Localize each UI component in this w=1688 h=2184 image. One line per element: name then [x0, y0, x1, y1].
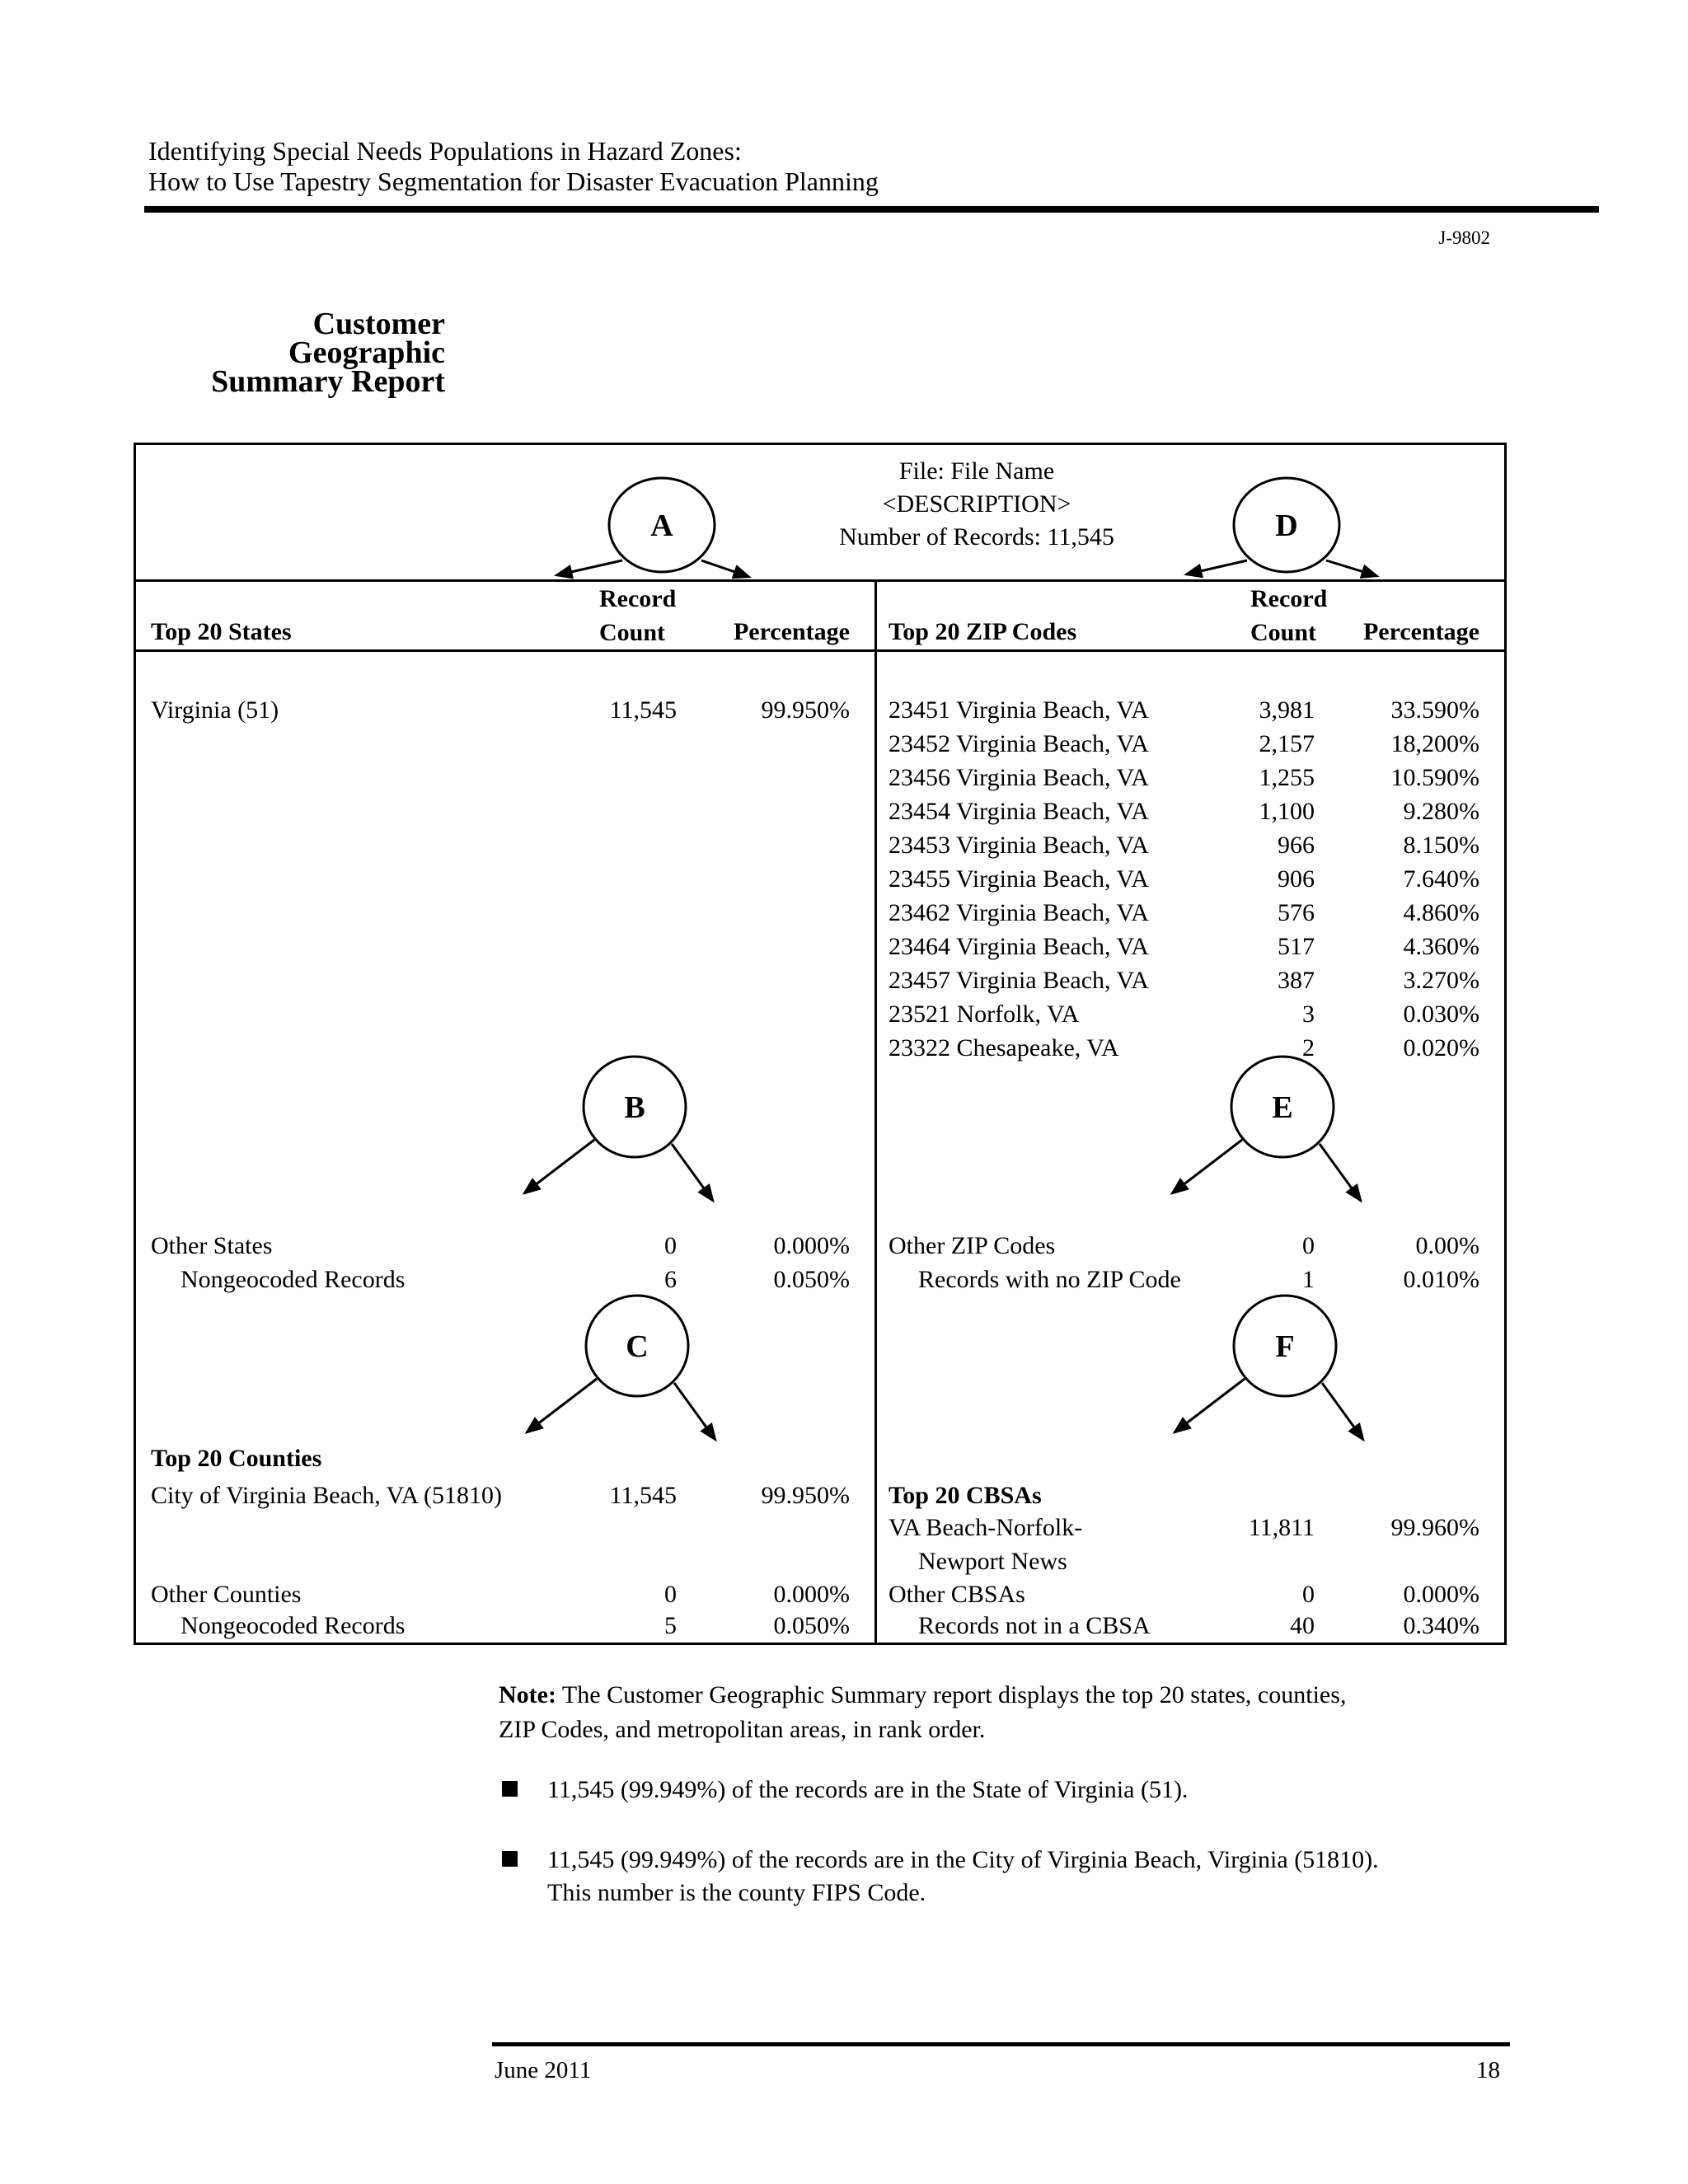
- file-header: File: File Name <DESCRIPTION> Number of …: [713, 455, 1240, 554]
- left-percentage-header: Percentage: [733, 618, 850, 645]
- report-title: Customer Geographic Summary Report: [115, 307, 445, 399]
- running-header-line2: How to Use Tapestry Segmentation for Dis…: [148, 166, 879, 196]
- node-b-arrow-left: [522, 1138, 595, 1195]
- report-title-line3: Summary Report: [211, 364, 445, 399]
- node-f-arrow-left: [1172, 1377, 1245, 1434]
- node-a-arrow-right: [701, 559, 752, 579]
- node-e-label: E: [1272, 1090, 1292, 1125]
- report-box: File: File Name <DESCRIPTION> Number of …: [134, 443, 1507, 1645]
- running-header-line1: Identifying Special Needs Populations in…: [148, 136, 742, 166]
- zip-row: 23451 Virginia Beach, VA 3,981 33.590%: [889, 696, 1479, 724]
- node-f-label: F: [1275, 1329, 1294, 1364]
- bullet-text: 11,545 (99.949%) of the records are in t…: [547, 1776, 1189, 1803]
- nongeocoded-states-row: Nongeocoded Records 6 0.050%: [181, 1266, 850, 1293]
- report-title-line2: Geographic: [288, 335, 445, 370]
- nongeocoded-counties-row: Nongeocoded Records 5 0.050%: [181, 1612, 850, 1639]
- header-rule: [144, 206, 1599, 213]
- bullet-text-line1: 11,545 (99.949%) of the records are in t…: [547, 1846, 1379, 1873]
- node-c-arrow-left: [524, 1377, 598, 1434]
- node-a-arrow-left: [554, 559, 623, 579]
- other-zip-row: Other ZIP Codes 0 0.00%: [889, 1232, 1479, 1259]
- cbsa-row-line2: Newport News: [918, 1548, 1067, 1575]
- node-c-arrow-right: [673, 1382, 717, 1442]
- footer-page-number: 18: [1476, 2057, 1500, 2083]
- node-d-circle: [1232, 476, 1341, 574]
- zip-row: 23456 Virginia Beach, VA 1,255 10.590%: [889, 764, 1479, 791]
- right-count-header: Count: [1250, 619, 1317, 646]
- left-record-count-header: Record Count: [599, 582, 676, 649]
- column-header-underline: [136, 649, 1504, 652]
- right-record-count-header: Record Count: [1250, 582, 1327, 649]
- note-line1-text: The Customer Geographic Summary report d…: [556, 1681, 1347, 1708]
- left-count-header: Count: [599, 619, 666, 646]
- zip-row: 23464 Virginia Beach, VA 517 4.360%: [889, 933, 1479, 960]
- cbsa-row: VA Beach-Norfolk- 11,811 99.960%: [889, 1514, 1479, 1541]
- bullet-text-line2: This number is the county FIPS Code.: [547, 1879, 926, 1906]
- note-paragraph: Note: The Customer Geographic Summary re…: [499, 1678, 1346, 1747]
- zip-row: 23453 Virginia Beach, VA 966 8.150%: [889, 832, 1479, 859]
- county-row: City of Virginia Beach, VA (51810) 11,54…: [151, 1482, 850, 1509]
- node-a-label: A: [650, 509, 673, 543]
- column-divider-line: [874, 579, 877, 1643]
- footer-date: June 2011: [495, 2057, 592, 2083]
- note-label: Note:: [499, 1681, 556, 1708]
- node-b-label: B: [624, 1090, 645, 1125]
- doc-code: J-9802: [1438, 227, 1490, 248]
- node-b-circle: [582, 1055, 687, 1159]
- other-counties-row: Other Counties 0 0.000%: [151, 1581, 850, 1608]
- counties-heading-row: Top 20 Counties: [151, 1445, 322, 1472]
- left-record-header: Record: [599, 585, 677, 612]
- node-c-circle: [584, 1294, 690, 1398]
- bullet-square-icon: [502, 1851, 518, 1867]
- left-table-header-label: Top 20 States: [151, 618, 292, 645]
- running-header: Identifying Special Needs Populations in…: [148, 136, 879, 197]
- file-name-line: File: File Name: [898, 457, 1055, 485]
- node-e-arrow-right: [1318, 1143, 1362, 1203]
- bullet-item: 11,545 (99.949%) of the records are in t…: [502, 1844, 1379, 1910]
- node-f-circle: [1232, 1294, 1338, 1398]
- zip-row: 23521 Norfolk, VA 3 0.030%: [889, 1001, 1479, 1028]
- node-d-arrow-left: [1184, 559, 1248, 579]
- header-separator-line: [136, 579, 1504, 582]
- description-line: <DESCRIPTION>: [882, 490, 1071, 518]
- record-count-line: Number of Records: 11,545: [839, 523, 1114, 551]
- node-e-arrow-left: [1170, 1138, 1243, 1195]
- report-title-line1: Customer: [312, 307, 445, 341]
- right-table-header-label: Top 20 ZIP Codes: [889, 618, 1077, 645]
- zip-row: 23457 Virginia Beach, VA 387 3.270%: [889, 967, 1479, 994]
- zip-row: 23462 Virginia Beach, VA 576 4.860%: [889, 899, 1479, 926]
- no-zip-row: Records with no ZIP Code 1 0.010%: [918, 1266, 1479, 1293]
- right-percentage-header: Percentage: [1362, 618, 1479, 645]
- cbsa-heading-row: Top 20 CBSAs: [889, 1482, 1042, 1509]
- note-line1: Note: The Customer Geographic Summary re…: [499, 1678, 1346, 1713]
- zip-row: 23322 Chesapeake, VA 2 0.020%: [889, 1034, 1479, 1062]
- other-cbsas-row: Other CBSAs 0 0.000%: [889, 1581, 1479, 1608]
- node-a-circle: [607, 476, 716, 574]
- node-c-label: C: [626, 1329, 648, 1364]
- node-b-arrow-right: [670, 1143, 715, 1203]
- note-line2: ZIP Codes, and metropolitan areas, in ra…: [499, 1716, 986, 1743]
- no-cbsa-row: Records not in a CBSA 40 0.340%: [918, 1612, 1479, 1639]
- footer-rule: [492, 2042, 1510, 2046]
- right-record-header: Record: [1250, 585, 1328, 612]
- zip-row: 23454 Virginia Beach, VA 1,100 9.280%: [889, 798, 1479, 825]
- state-row: Virginia (51) 11,545 99.950%: [151, 696, 850, 724]
- node-d-label: D: [1275, 509, 1297, 543]
- node-e-circle: [1230, 1055, 1335, 1159]
- zip-row: 23452 Virginia Beach, VA 2,157 18,200%: [889, 730, 1479, 757]
- zip-row: 23455 Virginia Beach, VA 906 7.640%: [889, 865, 1479, 893]
- other-states-row: Other States 0 0.000%: [151, 1232, 850, 1259]
- node-f-arrow-right: [1320, 1382, 1365, 1442]
- bullet-square-icon: [502, 1781, 518, 1797]
- bullet-item: 11,545 (99.949%) of the records are in t…: [502, 1774, 1188, 1807]
- node-d-arrow-right: [1325, 559, 1380, 579]
